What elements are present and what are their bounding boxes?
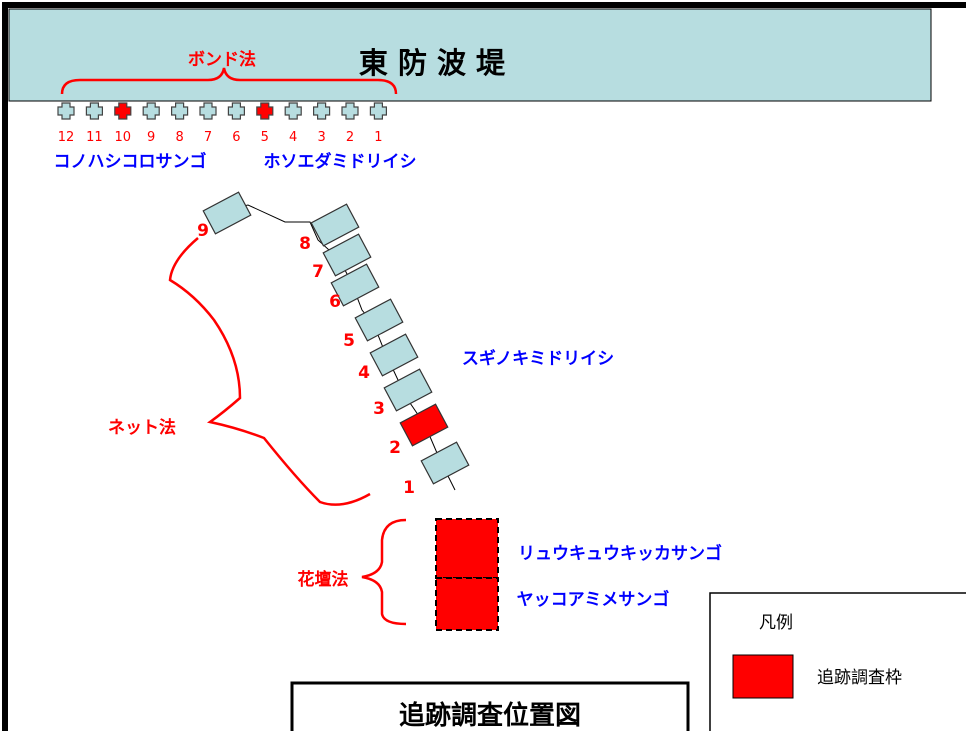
net-method-label: ネット法 [108,417,176,438]
bond-plate-number-12: 12 [58,130,75,145]
kadan-frame-lower [435,577,499,631]
bond-plates [57,102,387,120]
net-frame-9 [202,191,252,235]
net-frame-2 [399,403,449,447]
bond-plate-12 [57,102,75,120]
bond-plate-number-6: 6 [232,130,240,145]
net-frame-3 [383,368,433,412]
net-frame-number-5: 5 [343,331,355,351]
net-frame-8 [310,203,360,247]
bond-plate-number-1: 1 [374,130,382,145]
bond-plate-number-2: 2 [346,130,354,145]
legend-item-label: 追跡調査枠 [817,668,902,688]
legend-swatch [732,654,794,699]
bond-plate-1 [369,102,387,120]
bond-plate-5 [256,102,274,120]
bond-plate-number-9: 9 [147,130,155,145]
map-title: 追跡調査位置図 [399,700,581,731]
net-frame-number-2: 2 [389,438,401,458]
bond-plate-number-11: 11 [86,130,103,145]
kadan-method-label: 花壇法 [298,569,349,590]
bond-plate-number-10: 10 [115,130,132,145]
bond-plate-number-7: 7 [204,130,212,145]
net-frame-number-7: 7 [312,262,324,282]
bond-plate-number-3: 3 [317,130,325,145]
net-frame-number-1: 1 [403,478,415,498]
net-frame-number-9: 9 [197,221,209,241]
bond-plate-4 [284,102,302,120]
kadan-frame-upper [435,518,499,579]
net-brace [168,237,371,506]
kadan-brace [361,518,407,626]
net-frame-7 [322,233,372,277]
bond-plate-2 [341,102,359,120]
net-frame-number-8: 8 [299,234,311,254]
bond-plate-7 [199,102,217,120]
net-frame-number-3: 3 [373,399,385,419]
net-frame-number-6: 6 [329,292,341,312]
bond-plate-11 [85,102,103,120]
bond-plate-numbers: 12 11 10 9 8 7 6 5 4 3 2 1 [58,130,383,145]
bond-plate-9 [142,102,160,120]
net-frame-4 [369,333,419,377]
breakwater-label: 東 防 波 堤 [359,46,506,80]
bond-plate-3 [313,102,331,120]
bond-plate-number-5: 5 [261,130,269,145]
species-ryukyukikka: リュウキュウキッカサンゴ [518,543,722,564]
species-hosoeda: ホソエダミドリイシ [264,151,417,172]
legend-title: 凡例 [759,613,793,633]
net-frame-6 [330,263,380,307]
bond-plate-number-8: 8 [175,130,183,145]
east-breakwater [8,8,932,102]
bond-plate-6 [227,102,245,120]
map-title-box [290,681,690,731]
net-frame-1 [420,441,470,485]
net-frame-5 [354,298,404,342]
net-frame-number-4: 4 [358,363,370,383]
bond-brace [60,67,398,95]
species-konohashikoro: コノハシコロサンゴ [54,151,207,172]
species-suginoki: スギノキミドリイシ [462,349,614,369]
net-frames [202,191,470,485]
bond-plate-number-4: 4 [289,130,297,145]
bond-method-label: ボンド法 [188,49,256,70]
bond-plate-10 [114,102,132,120]
species-yakkoamime: ヤッコアミメサンゴ [517,589,670,610]
bond-plate-8 [171,102,189,120]
